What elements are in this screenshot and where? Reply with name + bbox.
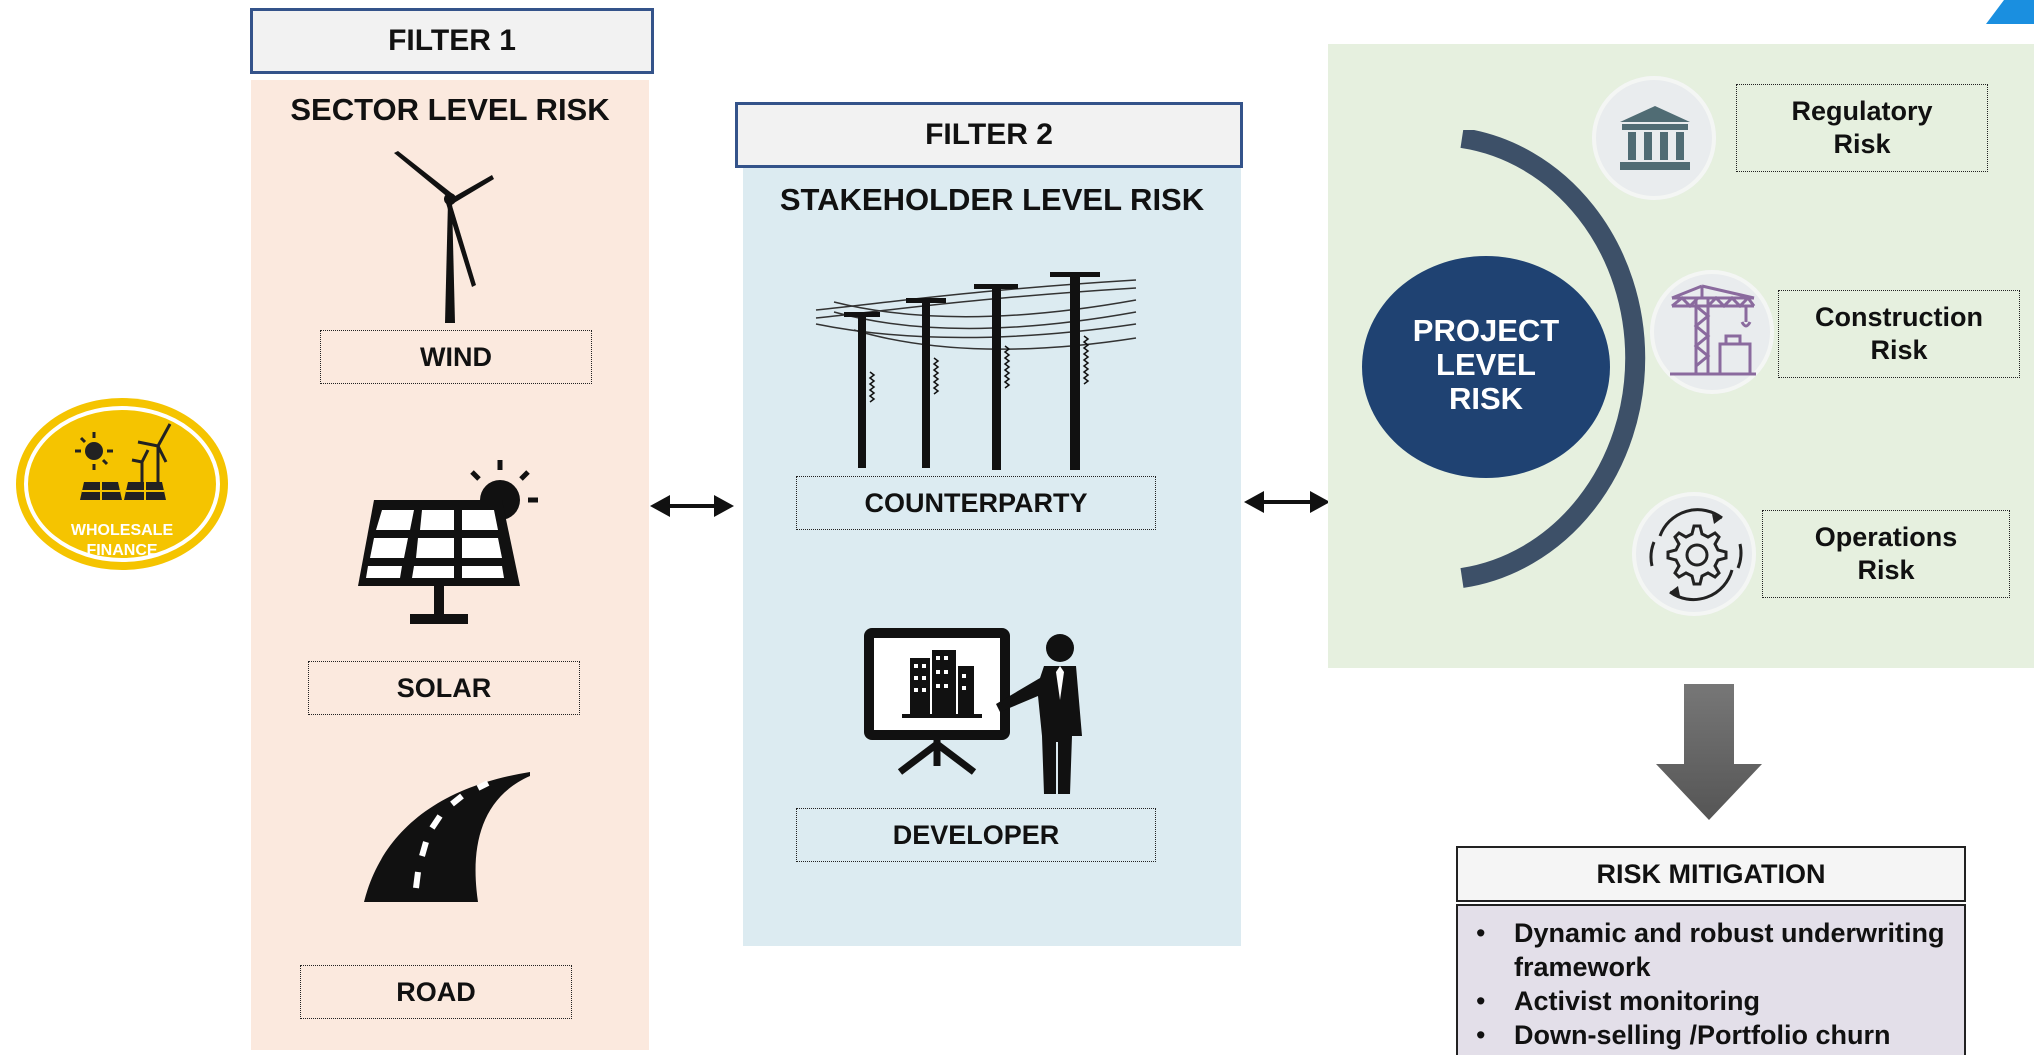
badge-label-line2: FINANCE — [86, 542, 158, 559]
power-lines-icon — [815, 272, 1137, 470]
operations-icon-circle — [1632, 492, 1756, 616]
badge-label-line1: WHOLESALE — [70, 522, 174, 539]
mitigation-list: Dynamic and robust underwriting framewor… — [1458, 916, 1964, 1052]
construction-risk-box: Construction Risk — [1778, 290, 2020, 378]
bidirectional-arrow-icon — [650, 495, 734, 517]
regulatory-risk-box: Regulatory Risk — [1736, 84, 1988, 172]
stakeholder-label-developer: DEVELOPER — [796, 808, 1156, 862]
mitigation-list-panel: Dynamic and robust underwriting framewor… — [1456, 904, 1966, 1055]
mitigation-header: RISK MITIGATION — [1456, 846, 1966, 902]
mitigation-item: Activist monitoring — [1458, 984, 1964, 1018]
project-level-label-line1: PROJECT — [1412, 313, 1560, 348]
filter2-title: STAKEHOLDER LEVEL RISK — [779, 182, 1205, 217]
solar-panel-icon — [358, 460, 538, 624]
badge-graphic — [16, 398, 228, 570]
down-arrow-icon — [1656, 684, 1762, 820]
road-icon — [364, 772, 530, 902]
crane-icon — [1670, 284, 1756, 376]
operations-risk-box: Operations Risk — [1762, 510, 2010, 598]
project-arc-shape — [1460, 130, 1646, 588]
sector-label-road: ROAD — [300, 965, 572, 1019]
presenter-icon — [864, 628, 1082, 794]
project-level-circle — [1362, 256, 1610, 478]
project-level-label-line3: RISK — [1448, 381, 1524, 416]
stakeholder-label-counterparty: COUNTERPARTY — [796, 476, 1156, 530]
sector-label-wind: WIND — [320, 330, 592, 384]
filter1-header: FILTER 1 — [250, 8, 654, 74]
regulatory-icon-circle — [1592, 76, 1716, 200]
wholesale-finance-badge: WHOLESALE FINANCE — [14, 396, 230, 572]
bidirectional-arrow-icon-2 — [1244, 491, 1330, 513]
wind-turbine-icon — [394, 151, 494, 323]
project-level-label-line2: LEVEL — [1436, 347, 1536, 382]
bank-building-icon — [1620, 106, 1690, 170]
mitigation-item: Down-selling /Portfolio churn — [1458, 1018, 1964, 1052]
mitigation-item: Dynamic and robust underwriting framewor… — [1458, 916, 1964, 984]
filter2-header: FILTER 2 — [735, 102, 1243, 168]
sector-label-solar: SOLAR — [308, 661, 580, 715]
filter1-title: SECTOR LEVEL RISK — [290, 92, 610, 127]
gear-cycle-icon — [1649, 508, 1743, 602]
corner-accent-shape — [1986, 0, 2034, 24]
